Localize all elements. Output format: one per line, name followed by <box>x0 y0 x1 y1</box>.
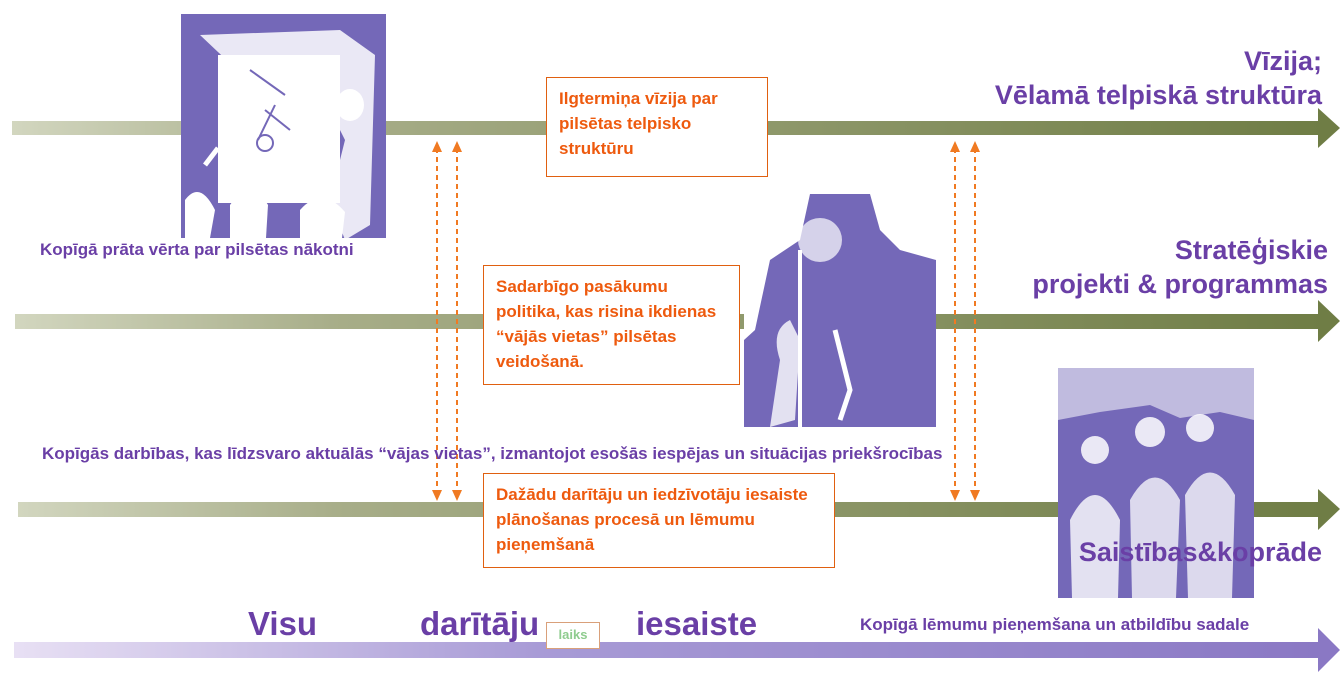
caption-joint-actions: Kopīgās darbības, kas līdzsvaro aktuālās… <box>42 444 943 463</box>
dashed-arrows <box>436 148 976 495</box>
box-long-term-vision: Ilgtermiņa vīzija par pilsētas telpisko … <box>546 77 768 177</box>
word-daritaju: darītāju <box>420 605 540 642</box>
word-visu: Visu <box>248 605 318 642</box>
sketch-group <box>1058 368 1254 598</box>
time-label: laiks <box>546 622 600 649</box>
sketch-presentation <box>181 14 386 240</box>
dashed-arrow-heads <box>432 141 980 501</box>
word-iesaiste: iesaiste <box>636 605 758 642</box>
box-cooperative-policy: Sadarbīgo pasākumu politika, kas risina … <box>483 265 740 385</box>
sketch-planting <box>744 194 936 427</box>
caption-shared-mind: Kopīgā prāta vērta par pilsētas nākotni <box>40 240 354 259</box>
label-links: Saistības&koprāde <box>1078 537 1322 567</box>
label-vision: Vīzija; Vēlamā telpiskā struktūra <box>994 46 1322 110</box>
caption-joint-decisions: Kopīgā lēmumu pieņemšana un atbildību sa… <box>860 615 1250 634</box>
arrow-time <box>14 628 1340 672</box>
box-involvement: Dažādu darītāju un iedzīvotāju iesaiste … <box>483 473 835 568</box>
label-strategic: Stratēģiskie projekti & programmas <box>1032 235 1328 299</box>
